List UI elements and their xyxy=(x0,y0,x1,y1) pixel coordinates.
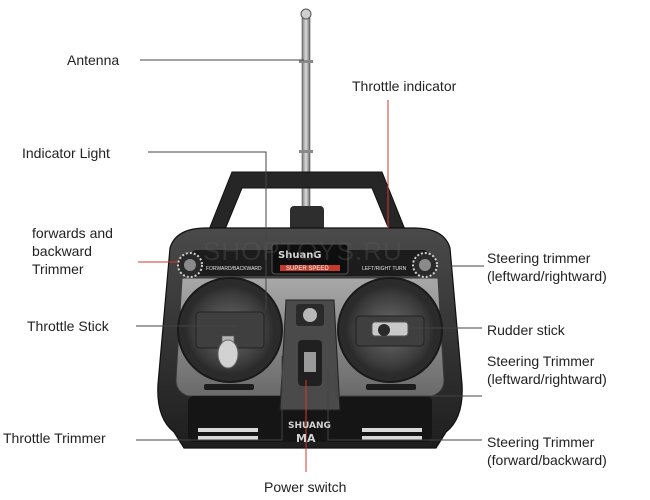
left-dial-text: FORWARD/BACKWARD xyxy=(206,266,262,272)
bottom-brand-2: MA xyxy=(296,432,316,445)
label-power-switch: Power switch xyxy=(264,479,347,495)
right-dial-text: LEFT/RIGHT TURN xyxy=(362,266,407,272)
label-throttle-trimmer: Throttle Trimmer xyxy=(3,430,106,446)
throttle-stick-gimbal xyxy=(177,277,283,383)
brand-sub-text: SUPER SPEED xyxy=(286,266,329,272)
label-steering-trimmer-lr-bottom: Steering Trimmer (leftward/rightward) xyxy=(487,353,607,387)
watermark-text: SHOPTOYS.RU xyxy=(203,236,403,266)
bottom-brand-1: SHUANG xyxy=(288,421,331,431)
label-fwd-bwd-trimmer: forwards and backward Trimmer xyxy=(32,225,113,277)
steering-trim-slider xyxy=(366,384,416,390)
display-panel xyxy=(271,243,349,275)
antenna xyxy=(299,8,313,219)
right-trimmer-dial xyxy=(412,252,438,278)
left-trimmer-dial xyxy=(177,252,203,278)
accent-leaders xyxy=(138,100,389,472)
center-console xyxy=(279,299,341,411)
label-rudder-stick: Rudder stick xyxy=(487,322,565,338)
label-antenna: Antenna xyxy=(67,52,120,68)
brand-top-text: ShuanG xyxy=(278,250,322,261)
label-throttle-stick: Throttle Stick xyxy=(27,318,109,334)
label-steering-trimmer-fb: Steering Trimmer (forward/backward) xyxy=(487,434,607,468)
label-throttle-indicator: Throttle indicator xyxy=(352,78,457,94)
throttle-trim-slider xyxy=(204,384,254,390)
rudder-stick-gimbal xyxy=(337,277,443,383)
label-indicator-light: Indicator Light xyxy=(22,145,110,161)
label-steering-trimmer-lr-top: Steering trimmer (leftward/rightward) xyxy=(487,250,607,284)
